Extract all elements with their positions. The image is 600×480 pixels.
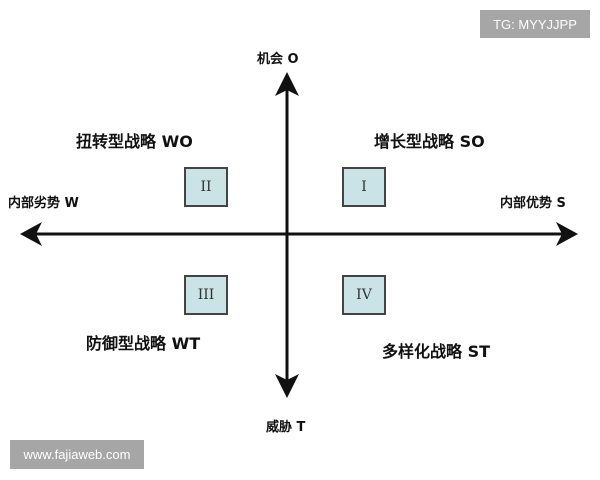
watermark-website: www.fajiaweb.com	[10, 440, 144, 469]
axis-label-threat: 威胁 T	[266, 420, 306, 435]
quadrant-label-so: 增长型战略 SO	[374, 132, 485, 151]
arrow-up-icon	[275, 72, 299, 96]
arrow-left-icon	[20, 222, 42, 246]
axis-label-weakness: 内部劣势 W	[8, 196, 79, 211]
horizontal-axis	[20, 222, 578, 246]
axis-label-opportunity: 机会 O	[257, 52, 299, 67]
quadrant-label-st: 多样化战略 ST	[382, 342, 491, 361]
quadrant-label-wt: 防御型战略 WT	[86, 334, 201, 353]
watermark-tg: TG: MYYJJPP	[480, 10, 590, 38]
arrow-right-icon	[556, 222, 578, 246]
quadrant-box-iii: III	[184, 275, 228, 315]
quadrant-box-i: I	[342, 167, 386, 207]
quadrant-label-wo: 扭转型战略 WO	[76, 132, 193, 151]
quadrant-box-ii: II	[184, 167, 228, 207]
axis-label-strength: 内部优势 S	[500, 196, 566, 211]
quadrant-box-iv: IV	[342, 275, 386, 315]
vertical-axis	[275, 72, 299, 398]
arrow-down-icon	[275, 374, 299, 398]
